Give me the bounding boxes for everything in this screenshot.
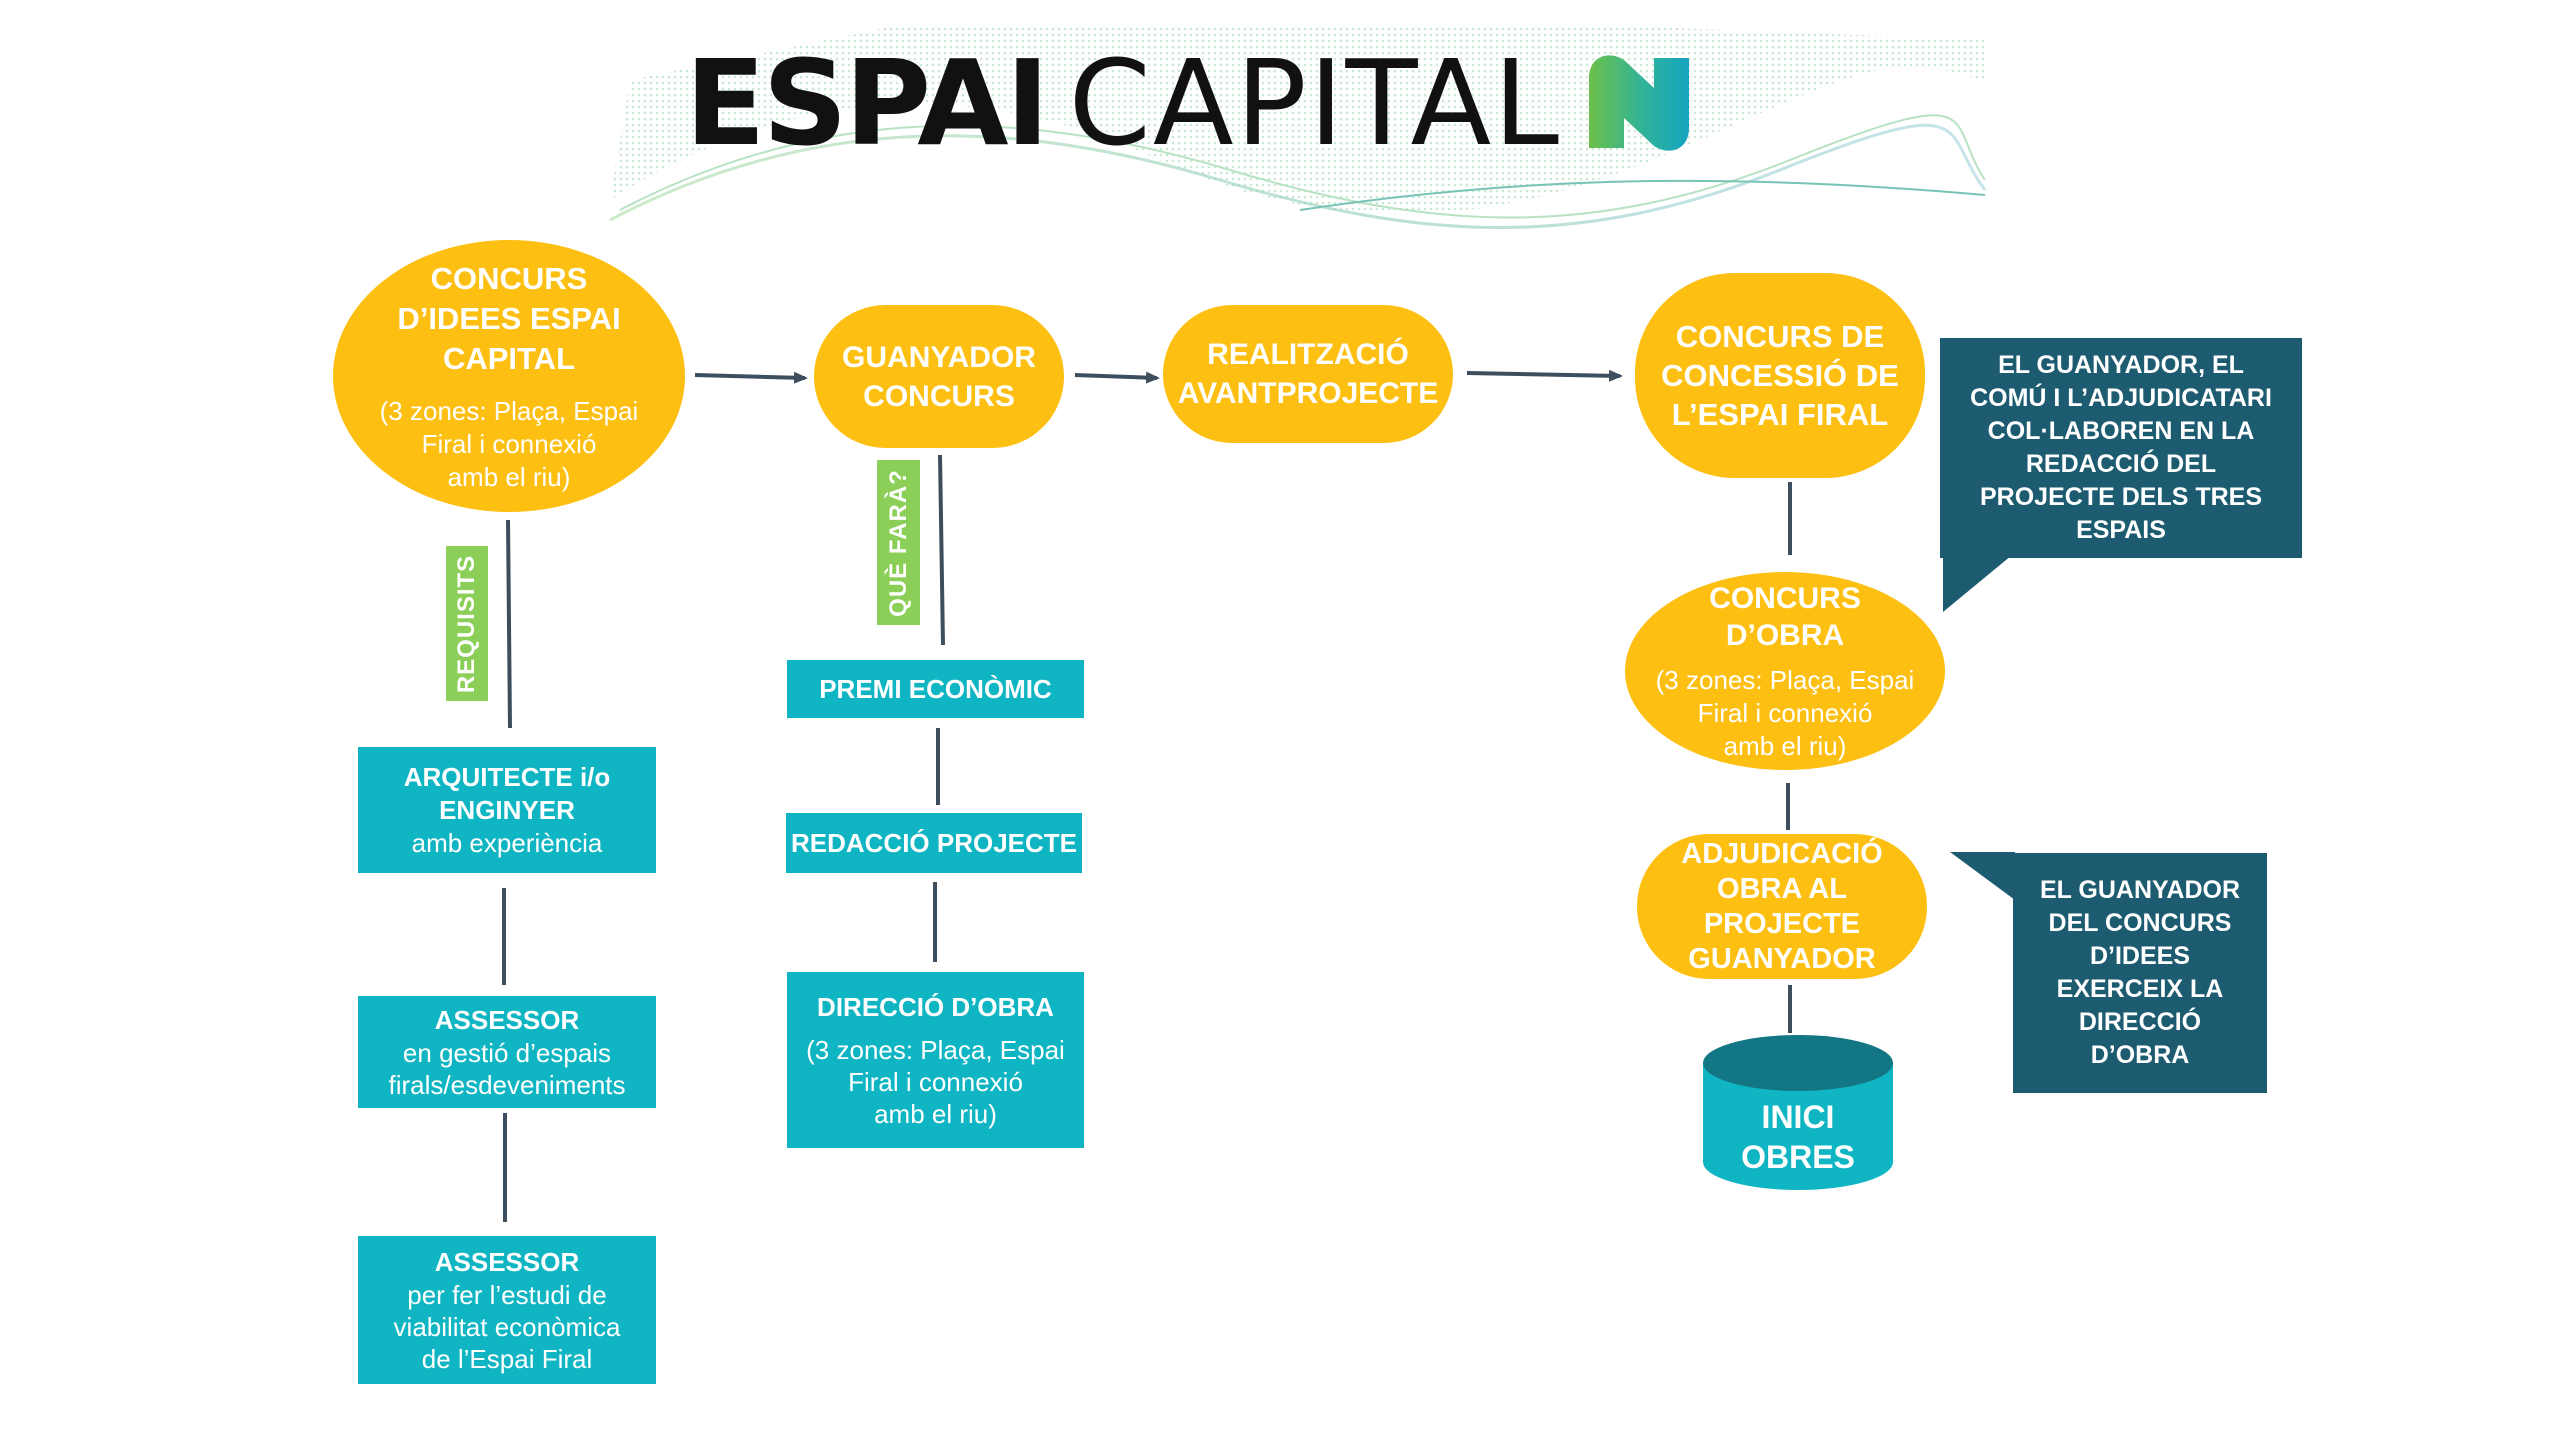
node-arquitecte: ARQUITECTE i/o ENGINYER amb experiència: [358, 747, 656, 873]
line-guanyador-to-premi: [938, 454, 945, 646]
node-avantprojecte: REALITZACIÓ AVANTPROJECTE: [1163, 305, 1453, 443]
node-inici-obres-title: INICI OBRES: [1741, 1099, 1855, 1175]
tag-que-fara-label: QUÈ FARÀ?: [884, 468, 912, 617]
arrow-avantprojecte-to-concessio: [1466, 369, 1623, 382]
tag-requisits-label: REQUISITS: [453, 554, 481, 693]
tag-que-fara: QUÈ FARÀ?: [877, 460, 920, 625]
node-concurs-idees-sub: (3 zones: Plaça, Espai Firal i connexió …: [379, 395, 639, 492]
node-premi: PREMI ECONÒMIC: [787, 660, 1084, 718]
node-assessor-viabilitat-sub: per fer l’estudi de viabilitat econòmica…: [393, 1279, 621, 1374]
note-colaboren: EL GUANYADOR, EL COMÚ I L’ADJUDICATARI C…: [1940, 338, 2302, 558]
node-arquitecte-sub: amb experiència: [411, 828, 603, 858]
arrow-guanyador-to-avantprojecte: [1074, 371, 1160, 384]
node-concurs-obra-title: CONCURS D’OBRA: [1709, 581, 1861, 652]
node-direccio: DIRECCIÓ D’OBRA (3 zones: Plaça, Espai F…: [787, 972, 1084, 1148]
node-concurs-obra-sub: (3 zones: Plaça, Espai Firal i connexió …: [1655, 664, 1915, 761]
node-redaccio: REDACCIÓ PROJECTE: [786, 813, 1082, 873]
node-premi-title: PREMI ECONÒMIC: [819, 673, 1052, 704]
node-adjudicacio: ADJUDICACIÓ OBRA AL PROJECTE GUANYADOR: [1637, 834, 1927, 979]
node-assessor-viabilitat-title: ASSESSOR: [434, 1246, 580, 1277]
node-concurs-obra: CONCURS D’OBRA (3 zones: Plaça, Espai Fi…: [1625, 572, 1945, 770]
logo: ESPAI CAPITAL: [685, 34, 1699, 172]
note-direccio-obra: EL GUANYADOR DEL CONCURS D’IDEES EXERCEI…: [2013, 853, 2267, 1093]
node-arquitecte-title: ARQUITECTE i/o ENGINYER: [403, 762, 611, 825]
node-redaccio-title: REDACCIÓ PROJECTE: [790, 827, 1078, 858]
node-assessor-gestio: ASSESSOR en gestió d’espais firals/esdev…: [358, 996, 656, 1108]
node-adjudicacio-title: ADJUDICACIÓ OBRA AL PROJECTE GUANYADOR: [1681, 837, 1883, 975]
node-inici-obres: INICI OBRES: [1703, 1035, 1893, 1190]
node-guanyador-title: GUANYADOR CONCURS: [842, 340, 1036, 413]
wave-pattern-decoration: [609, 25, 1987, 229]
arrow-idees-to-guanyador: [694, 371, 808, 384]
callout-pointer-direccio: [1950, 852, 2015, 900]
node-direccio-title: DIRECCIÓ D’OBRA: [817, 991, 1054, 1022]
logo-capital: CAPITAL: [1068, 34, 1561, 172]
node-concurs-idees-title: CONCURS D’IDEES ESPAI CAPITAL: [397, 260, 621, 376]
node-concessio: CONCURS DE CONCESSIÓ DE L’ESPAI FIRAL: [1635, 273, 1925, 478]
node-assessor-gestio-sub: en gestió d’espais firals/esdeveniments: [388, 1037, 626, 1100]
line-idees-to-arquitecte: [506, 519, 512, 729]
tag-requisits: REQUISITS: [446, 546, 488, 701]
logo-mark-icon: [1588, 55, 1689, 151]
node-direccio-sub: (3 zones: Plaça, Espai Firal i connexió …: [806, 1034, 1065, 1129]
node-concurs-idees: CONCURS D’IDEES ESPAI CAPITAL (3 zones: …: [333, 240, 685, 512]
node-guanyador: GUANYADOR CONCURS: [814, 305, 1064, 448]
node-concessio-title: CONCURS DE CONCESSIÓ DE L’ESPAI FIRAL: [1661, 319, 1899, 432]
cylinder-shape: [1703, 1035, 1893, 1190]
node-assessor-viabilitat: ASSESSOR per fer l’estudi de viabilitat …: [358, 1236, 656, 1384]
node-avantprojecte-title: REALITZACIÓ AVANTPROJECTE: [1177, 338, 1439, 410]
node-assessor-gestio-title: ASSESSOR: [434, 1004, 580, 1035]
logo-espai: ESPAI: [685, 34, 1049, 172]
